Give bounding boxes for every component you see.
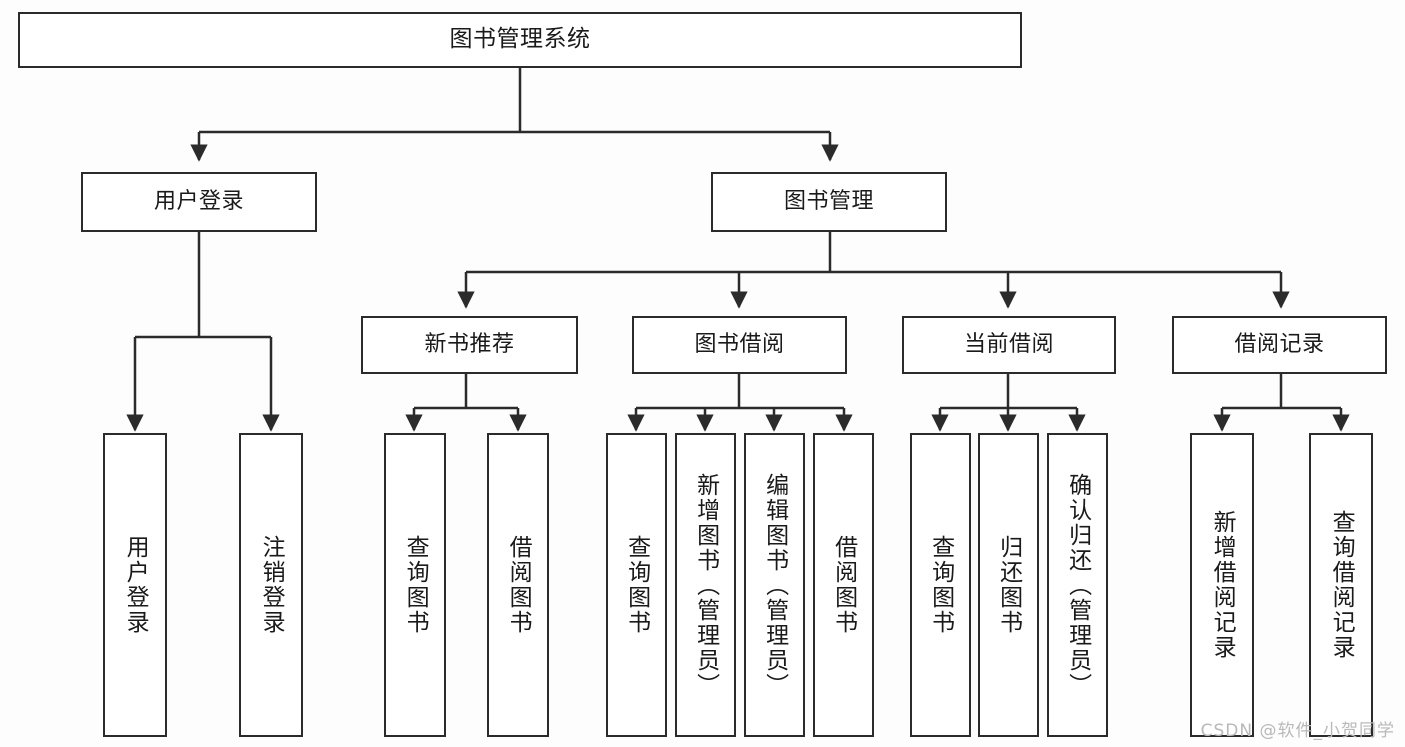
node-label: 确认归还（管理员） xyxy=(1064,472,1091,698)
leaf-query-book-recommend[interactable]: 查询图书 xyxy=(384,433,446,737)
node-label: 图书管理系统 xyxy=(449,26,591,53)
leaf-logout[interactable]: 注销登录 xyxy=(239,433,303,737)
leaf-confirm-return-admin[interactable]: 确认归还（管理员） xyxy=(1047,433,1108,737)
leaf-query-book-current[interactable]: 查询图书 xyxy=(910,433,971,737)
node-label: 归还图书 xyxy=(995,535,1022,635)
node-label: 查询图书 xyxy=(402,535,429,635)
leaf-edit-book-admin[interactable]: 编辑图书（管理员） xyxy=(744,433,805,737)
node-user-login[interactable]: 用户登录 xyxy=(81,172,317,232)
node-book-management[interactable]: 图书管理 xyxy=(711,172,947,232)
node-label: 编辑图书（管理员） xyxy=(761,472,788,698)
node-label: 用户登录 xyxy=(122,535,149,635)
node-label: 注销登录 xyxy=(258,535,285,635)
node-label: 借阅图书 xyxy=(505,535,532,635)
watermark: CSDN @软件_小贺同学 xyxy=(1200,721,1395,741)
leaf-borrow-book-recommend[interactable]: 借阅图书 xyxy=(487,433,549,737)
node-label: 查询图书 xyxy=(927,535,954,635)
node-borrow-record[interactable]: 借阅记录 xyxy=(1172,316,1387,374)
leaf-query-borrow-record[interactable]: 查询借阅记录 xyxy=(1309,433,1373,737)
leaf-return-book[interactable]: 归还图书 xyxy=(978,433,1039,737)
node-label: 用户登录 xyxy=(153,189,244,215)
node-label: 图书借阅 xyxy=(694,332,785,358)
leaf-user-login[interactable]: 用户登录 xyxy=(103,433,167,737)
leaf-borrow-book[interactable]: 借阅图书 xyxy=(813,433,874,737)
node-label: 新增借阅记录 xyxy=(1209,510,1236,660)
node-label: 借阅图书 xyxy=(830,535,857,635)
node-root-system[interactable]: 图书管理系统 xyxy=(18,12,1022,68)
leaf-add-book-admin[interactable]: 新增图书（管理员） xyxy=(675,433,736,737)
node-label: 查询借阅记录 xyxy=(1328,510,1355,660)
node-label: 查询图书 xyxy=(623,535,650,635)
node-label: 图书管理 xyxy=(783,189,874,215)
node-current-borrow[interactable]: 当前借阅 xyxy=(902,316,1116,374)
leaf-query-book-borrow[interactable]: 查询图书 xyxy=(606,433,667,737)
node-label: 新增图书（管理员） xyxy=(692,472,719,698)
node-label: 借阅记录 xyxy=(1234,332,1325,358)
node-label: 当前借阅 xyxy=(963,332,1054,358)
node-label: 新书推荐 xyxy=(424,332,515,358)
node-book-borrow[interactable]: 图书借阅 xyxy=(632,316,847,374)
node-new-book-recommend[interactable]: 新书推荐 xyxy=(361,316,578,374)
leaf-add-borrow-record[interactable]: 新增借阅记录 xyxy=(1190,433,1254,737)
